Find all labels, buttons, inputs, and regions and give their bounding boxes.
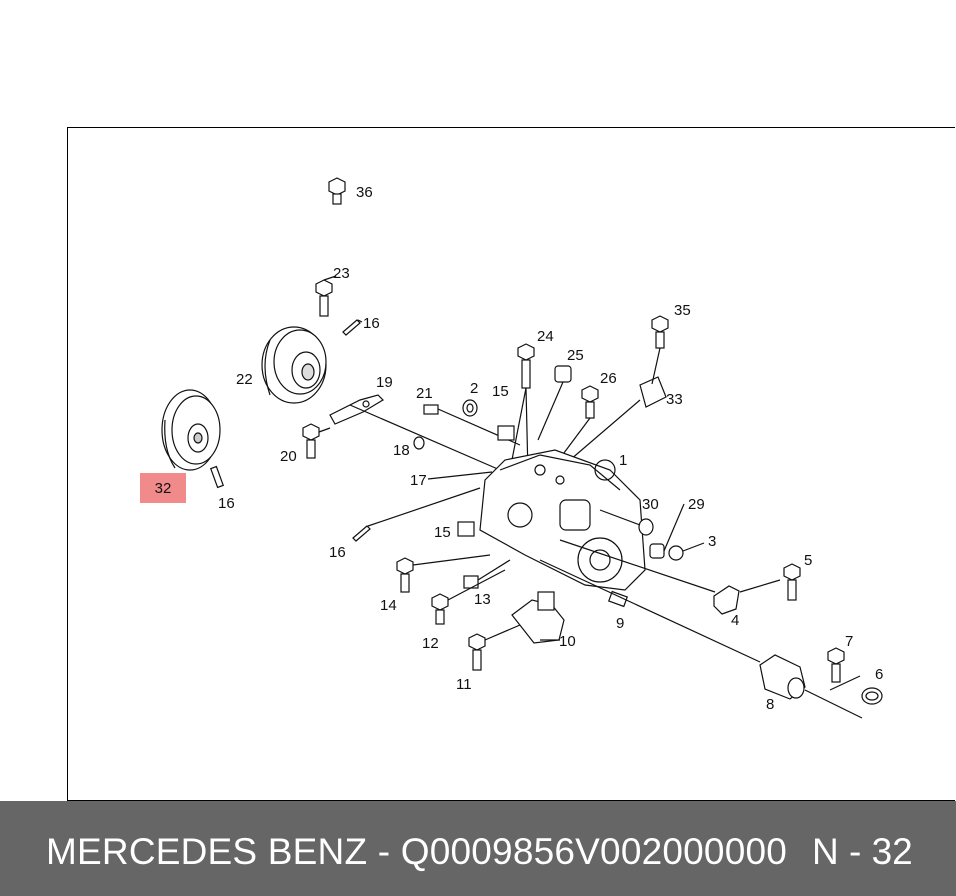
diagram-frame <box>67 127 955 801</box>
callout-4: 4 <box>731 612 739 629</box>
callout-9: 9 <box>616 615 624 632</box>
callout-24: 24 <box>537 328 554 345</box>
bolt-36-icon <box>328 177 346 205</box>
callout-1: 1 <box>619 452 627 469</box>
callout-3: 3 <box>708 533 716 550</box>
sensor-9-icon <box>608 590 628 608</box>
lever-19-icon <box>329 394 501 471</box>
callout-18: 18 <box>393 442 410 459</box>
callout-7: 7 <box>845 633 853 650</box>
callout-14: 14 <box>380 597 397 614</box>
callout-29: 29 <box>688 496 705 513</box>
callout-20: 20 <box>280 448 297 465</box>
page-reference: N - 32 <box>812 831 913 872</box>
callout-36: 36 <box>356 184 373 201</box>
bushing-29-icon <box>649 503 685 559</box>
callout-12: 12 <box>422 635 439 652</box>
callout-8: 8 <box>766 696 774 713</box>
bolt-11-icon <box>468 624 521 671</box>
pin-16-top-icon <box>342 319 363 336</box>
ring-6-icon <box>861 687 883 705</box>
callout-16-b: 16 <box>218 495 235 512</box>
sleeve-15-top-icon <box>497 425 515 441</box>
callout-33: 33 <box>666 391 683 408</box>
flywheel-22-icon <box>261 326 327 404</box>
callout-2: 2 <box>470 380 478 397</box>
callout-16-c: 16 <box>329 544 346 561</box>
actuator-10-icon <box>511 591 565 644</box>
pin-16-left-icon <box>209 465 225 489</box>
callout-11: 11 <box>456 676 472 693</box>
callout-19: 19 <box>376 374 393 391</box>
sleeve-15-bottom-icon <box>457 521 475 537</box>
bolt-14-icon <box>396 554 491 593</box>
callout-26: 26 <box>600 370 617 387</box>
callout-15-b: 15 <box>434 524 451 541</box>
callout-16-a: 16 <box>363 315 380 332</box>
callout-21: 21 <box>416 385 433 402</box>
callout-labels: 36 23 16 35 24 25 22 19 21 2 15 26 33 20… <box>218 184 883 713</box>
cover-4-icon <box>559 539 781 615</box>
bolt-7-icon <box>827 647 845 683</box>
callout-17: 17 <box>410 472 427 489</box>
sleeve-25-icon <box>537 365 572 441</box>
seal-18-icon <box>413 436 425 450</box>
washer-30-icon <box>599 509 654 536</box>
footer-bar: MERCEDES BENZ - Q0009856V002000000 N - 3… <box>0 801 956 896</box>
nut-3-icon <box>668 542 705 561</box>
callout-10: 10 <box>559 633 576 650</box>
gear-wheel-32-icon <box>161 389 221 471</box>
exploded-parts-diagram: 36 23 16 35 24 25 22 19 21 2 15 26 33 20… <box>161 177 883 719</box>
callout-25: 25 <box>567 347 584 364</box>
callout-22: 22 <box>236 371 253 388</box>
bracket-33-icon <box>569 315 669 461</box>
callout-13: 13 <box>474 591 491 608</box>
bolt-24-icon <box>509 343 535 476</box>
motor-8-icon <box>539 559 863 719</box>
bolt-5-icon <box>783 563 801 601</box>
bolt-12-icon <box>431 569 506 625</box>
bolt-20-icon <box>302 423 331 459</box>
highlighted-callout-32: 32 <box>140 473 186 503</box>
pin-16-bottom-icon <box>352 487 481 542</box>
callout-30: 30 <box>642 496 659 513</box>
callout-6: 6 <box>875 666 883 683</box>
callout-35: 35 <box>674 302 691 319</box>
sensor-13-icon <box>463 559 511 589</box>
main-housing-1-icon <box>479 449 646 591</box>
bolt-23-icon <box>315 275 337 317</box>
brand-part-number: MERCEDES BENZ - Q0009856V002000000 <box>46 831 788 872</box>
callout-23: 23 <box>333 265 350 282</box>
washer-2-icon <box>462 399 478 417</box>
callout-5: 5 <box>804 552 812 569</box>
callout-15-a: 15 <box>492 383 509 400</box>
